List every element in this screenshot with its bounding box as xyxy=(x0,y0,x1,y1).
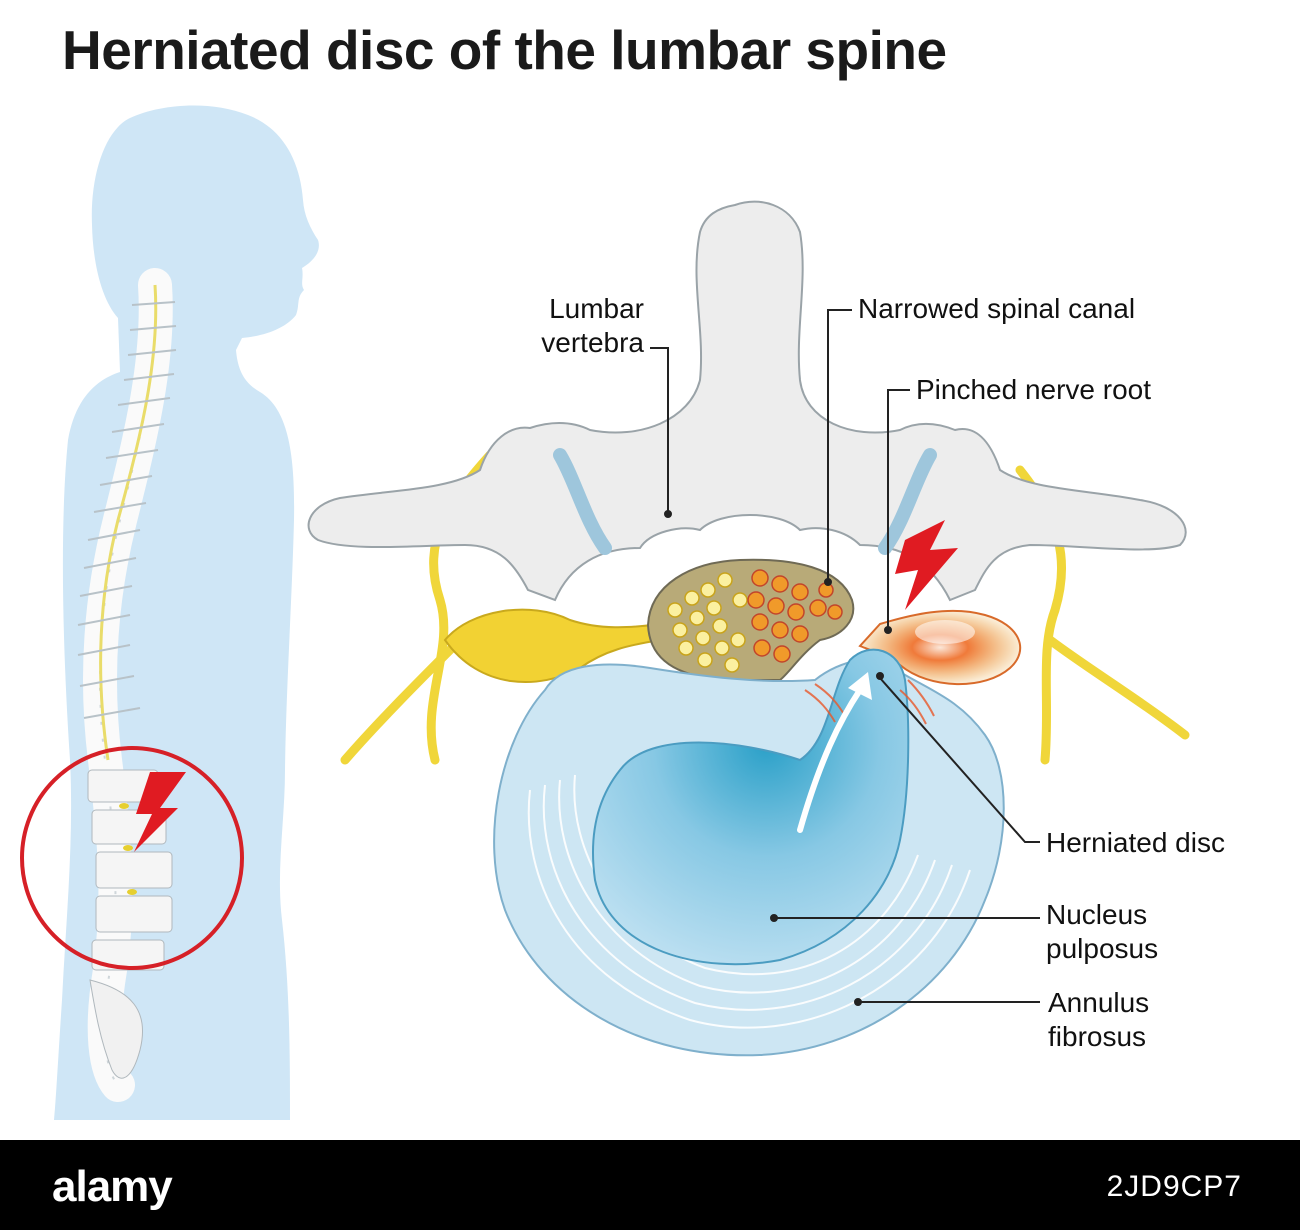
brand-logo: alamy xyxy=(52,1162,173,1211)
footer-bar: alamy 2JD9CP7 xyxy=(0,1140,1300,1230)
lumbar-vertebra-bone xyxy=(307,200,1187,602)
lightning-bolt-icon xyxy=(895,520,958,610)
diagram-illustration xyxy=(20,105,1190,1121)
label-nucleus-line1: Nucleus xyxy=(1046,899,1148,930)
leader-lines xyxy=(650,309,1040,1006)
intervertebral-disc xyxy=(493,648,1005,1057)
label-annulus-line2: fibrosus xyxy=(1048,1021,1147,1052)
label-pinched-nerve-root: Pinched nerve root xyxy=(916,374,1152,405)
label-annulus-fibrosus: Annulus fibrosus xyxy=(1048,986,1149,1054)
label-nucleus-pulposus: Nucleus pulposus xyxy=(1046,898,1158,966)
label-narrowed-spinal-canal: Narrowed spinal canal xyxy=(858,293,1136,324)
image-id: 2JD9CP7 xyxy=(1106,1170,1242,1203)
arrow-icon xyxy=(797,672,872,833)
label-lumbar-vertebra: Lumbar vertebra xyxy=(518,292,644,360)
lumbar-vertebrae-detail xyxy=(87,769,173,1079)
nerve-ganglia xyxy=(443,608,1022,686)
spinal-canal xyxy=(646,558,855,681)
diagram-title: Herniated disc of the lumbar spine xyxy=(62,19,947,81)
highlight-circle xyxy=(20,746,244,970)
nucleus-pulposus xyxy=(592,648,910,966)
lightning-bolt-icon xyxy=(134,772,186,852)
label-nucleus-line2: pulposus xyxy=(1046,933,1159,964)
label-herniated-disc: Herniated disc xyxy=(1046,827,1225,858)
label-lumbar-vertebra-line1: Lumbar xyxy=(549,293,644,324)
label-lumbar-vertebra-line2: vertebra xyxy=(541,327,644,358)
label-annulus-line1: Annulus xyxy=(1048,987,1150,1018)
